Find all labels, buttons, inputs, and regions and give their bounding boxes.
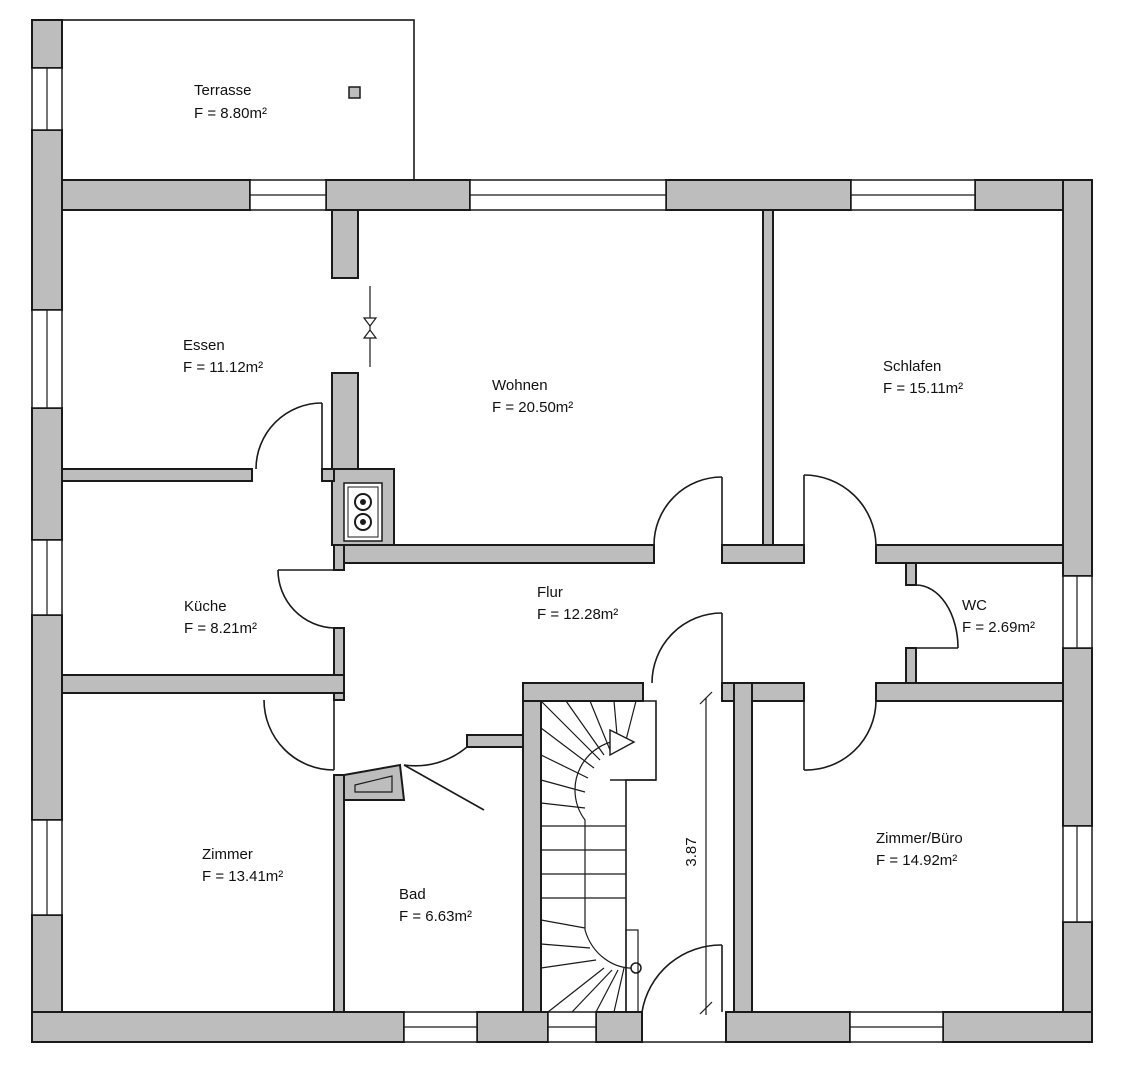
room-name-buero: Zimmer/Büro bbox=[876, 830, 963, 847]
room-area-wc: F = 2.69m² bbox=[962, 619, 1035, 636]
room-name-wohnen: Wohnen bbox=[492, 377, 548, 394]
terrace-area bbox=[62, 19, 415, 180]
room-name-bad: Bad bbox=[399, 886, 426, 903]
window-right-1 bbox=[1062, 575, 1093, 649]
room-labels: Terrasse F = 8.80m² Essen F = 11.12m² Wo… bbox=[183, 82, 1035, 925]
dimension-label: 3.87 bbox=[683, 837, 700, 866]
window-right-2 bbox=[1062, 825, 1093, 923]
dimension-line: 3.87 bbox=[683, 691, 713, 1015]
window-bottom-3 bbox=[849, 1011, 944, 1043]
outer-walls bbox=[31, 19, 1093, 1043]
room-name-flur: Flur bbox=[537, 584, 563, 601]
room-name-zimmer: Zimmer bbox=[202, 846, 253, 863]
room-area-wohnen: F = 20.50m² bbox=[492, 399, 573, 416]
room-area-kueche: F = 8.21m² bbox=[184, 620, 257, 637]
window-bottom-1 bbox=[403, 1011, 478, 1043]
window-top-2 bbox=[469, 179, 667, 211]
window-left-2 bbox=[31, 309, 63, 409]
room-area-bad: F = 6.63m² bbox=[399, 908, 472, 925]
window-top-3 bbox=[850, 179, 976, 211]
opening-marker bbox=[362, 286, 378, 367]
room-area-zimmer: F = 13.41m² bbox=[202, 868, 283, 885]
room-area-buero: F = 14.92m² bbox=[876, 852, 957, 869]
room-name-kueche: Küche bbox=[184, 598, 227, 615]
room-area-schlafen: F = 15.11m² bbox=[883, 380, 963, 397]
room-name-terrasse: Terrasse bbox=[194, 82, 252, 99]
window-left-1 bbox=[31, 67, 63, 131]
room-name-schlafen: Schlafen bbox=[883, 358, 941, 375]
entrance-door bbox=[641, 944, 726, 1043]
staircase bbox=[540, 700, 657, 1013]
room-name-essen: Essen bbox=[183, 337, 225, 354]
room-area-flur: F = 12.28m² bbox=[537, 606, 618, 623]
interior-walls bbox=[61, 209, 1064, 1013]
room-name-wc: WC bbox=[962, 597, 987, 614]
door-swings bbox=[255, 402, 959, 811]
window-left-3 bbox=[31, 539, 63, 616]
window-bottom-2 bbox=[547, 1011, 597, 1043]
room-area-terrasse: F = 8.80m² bbox=[194, 105, 267, 122]
windows bbox=[31, 67, 1093, 1043]
window-left-4 bbox=[31, 819, 63, 916]
window-top-1 bbox=[249, 179, 327, 211]
room-area-essen: F = 11.12m² bbox=[183, 359, 263, 376]
terrace-post bbox=[348, 86, 361, 99]
chimney-flues bbox=[343, 482, 383, 542]
